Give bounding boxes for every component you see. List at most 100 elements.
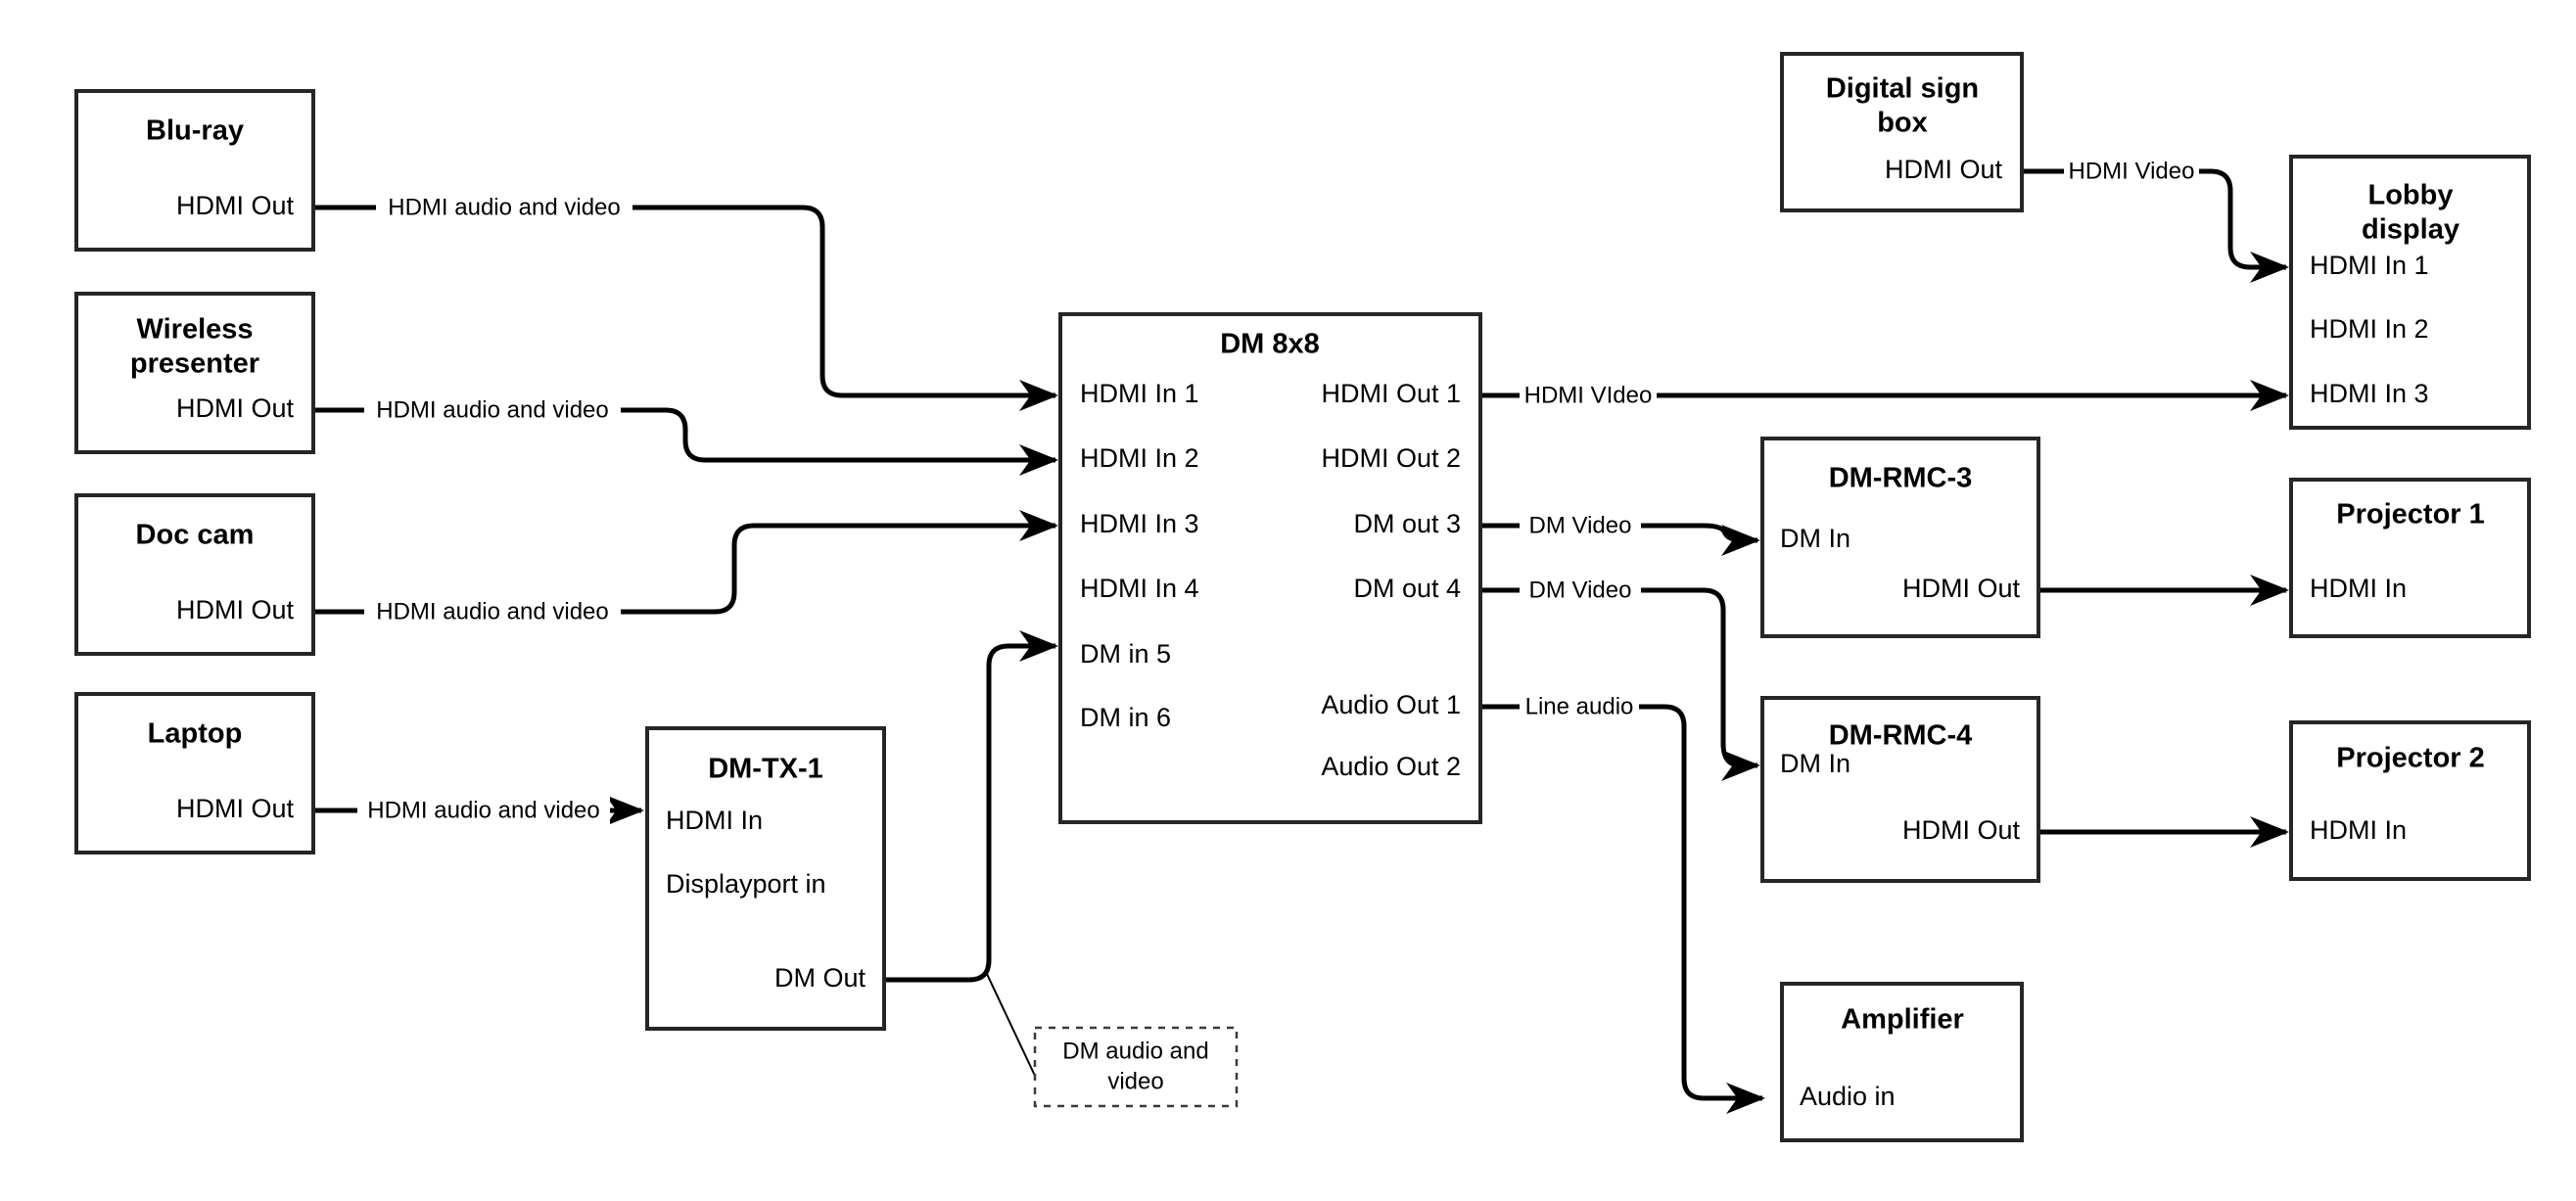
dm-note-line1: DM audio and xyxy=(1062,1038,1208,1064)
dm-tx-1-port-dm-out: DM Out xyxy=(774,963,866,993)
dm-8x8-output-audio-out-2: Audio Out 2 xyxy=(1321,752,1461,781)
node-dm-tx-1[interactable]: DM-TX-1 HDMI In Displayport in DM Out xyxy=(645,726,886,1031)
edge-label-audioout1-to-amplifier: Line audio xyxy=(1520,691,1639,722)
edge-label-laptop-to-dmtx: HDMI audio and video xyxy=(357,795,610,826)
lobby-display-title-line1: Lobby xyxy=(2368,180,2454,211)
wire-dmout4-to-rmc4 xyxy=(1480,587,1760,781)
node-projector-1[interactable]: Projector 1 HDMI In xyxy=(2289,478,2531,638)
dm-8x8-input-hdmi-in-3: HDMI In 3 xyxy=(1080,509,1199,538)
edge-label-dmout4-to-rmc4: DM Video xyxy=(1520,575,1641,606)
wireless-presenter-title-line1: Wireless xyxy=(136,314,253,346)
wire-audioout1-to-amplifier xyxy=(1480,704,1765,1114)
dm-rmc-4-port-hdmi-out: HDMI Out xyxy=(1902,815,2021,845)
svg-text:DM Video: DM Video xyxy=(1529,577,1632,603)
dm-tx-1-title: DM-TX-1 xyxy=(708,754,823,785)
dm-8x8-input-hdmi-in-1: HDMI In 1 xyxy=(1080,379,1199,408)
node-amplifier[interactable]: Amplifier Audio in xyxy=(1780,982,2024,1142)
dm-8x8-output-dm-out-3: DM out 3 xyxy=(1353,509,1461,538)
dm-tx-1-box[interactable] xyxy=(645,726,886,1031)
dm-rmc-3-port-dm-in: DM In xyxy=(1780,524,1850,553)
wire-signbox-to-lobby-in1 xyxy=(2022,168,2289,283)
wireless-presenter-box[interactable] xyxy=(74,292,315,454)
svg-text:HDMI audio and video: HDMI audio and video xyxy=(367,797,599,823)
dm-rmc-3-port-hdmi-out: HDMI Out xyxy=(1902,574,2021,603)
laptop-title: Laptop xyxy=(148,718,243,750)
wire-doccam-to-dm-in3 xyxy=(313,509,1058,615)
lobby-display-port-hdmi-in-3: HDMI In 3 xyxy=(2310,379,2429,408)
laptop-port-hdmi-out: HDMI Out xyxy=(176,794,295,823)
dm-8x8-output-dm-out-4: DM out 4 xyxy=(1353,574,1461,603)
wire-dmtx-to-dm-in5 xyxy=(884,629,1058,983)
laptop-box[interactable] xyxy=(74,692,315,855)
edge-label-dmout1-to-lobby-in3: HDMI VIdeo xyxy=(1520,380,1657,411)
node-dm-rmc-4[interactable]: DM-RMC-4 DM In HDMI Out xyxy=(1760,696,2040,883)
dm-tx-1-port-hdmi-in: HDMI In xyxy=(666,806,763,835)
node-wireless-presenter[interactable]: Wireless presenter HDMI Out xyxy=(74,292,315,454)
lobby-display-port-hdmi-in-2: HDMI In 2 xyxy=(2310,314,2429,344)
doc-cam-title: Doc cam xyxy=(136,520,255,551)
dm-8x8-box[interactable] xyxy=(1058,312,1482,824)
wire-dmout3-to-rmc3 xyxy=(1480,523,1760,556)
node-laptop[interactable]: Laptop HDMI Out xyxy=(74,692,315,855)
dm-rmc-3-title: DM-RMC-3 xyxy=(1829,463,1973,494)
node-digital-sign-box[interactable]: Digital sign box HDMI Out xyxy=(1780,52,2024,212)
svg-text:HDMI Video: HDMI Video xyxy=(2069,158,2195,184)
dm-8x8-input-dm-in-6: DM in 6 xyxy=(1080,703,1171,732)
edge-label-wireless-to-dm-in2: HDMI audio and video xyxy=(364,394,621,426)
wireless-presenter-title-line2: presenter xyxy=(130,348,259,380)
edge-label-dmout3-to-rmc3: DM Video xyxy=(1520,510,1641,541)
lobby-display-port-hdmi-in-1: HDMI In 1 xyxy=(2310,251,2429,280)
dm-rmc-4-title: DM-RMC-4 xyxy=(1829,720,1973,752)
lobby-display-box[interactable] xyxy=(2289,155,2531,430)
dm-8x8-output-hdmi-out-1: HDMI Out 1 xyxy=(1321,379,1461,408)
svg-text:HDMI audio and video: HDMI audio and video xyxy=(376,598,608,624)
node-dm-rmc-3[interactable]: DM-RMC-3 DM In HDMI Out xyxy=(1760,437,2040,638)
dm-8x8-input-hdmi-in-4: HDMI In 4 xyxy=(1080,574,1199,603)
svg-text:HDMI audio and video: HDMI audio and video xyxy=(376,396,608,423)
projector-2-box[interactable] xyxy=(2289,720,2531,881)
dm-8x8-input-dm-in-5: DM in 5 xyxy=(1080,639,1171,669)
doc-cam-box[interactable] xyxy=(74,493,315,656)
bluray-title: Blu-ray xyxy=(146,115,244,147)
wireless-presenter-port-hdmi-out: HDMI Out xyxy=(176,393,295,423)
svg-text:Line audio: Line audio xyxy=(1525,693,1634,719)
edge-label-bluray-to-dm-in1: HDMI audio and video xyxy=(376,192,632,223)
node-lobby-display[interactable]: Lobby display HDMI In 1 HDMI In 2 HDMI I… xyxy=(2289,155,2531,430)
node-projector-2[interactable]: Projector 2 HDMI In xyxy=(2289,720,2531,881)
amplifier-box[interactable] xyxy=(1780,982,2024,1142)
amplifier-port-audio-in: Audio in xyxy=(1800,1082,1896,1111)
dm-tx-1-port-displayport-in: Displayport in xyxy=(666,869,826,899)
bluray-box[interactable] xyxy=(74,89,315,252)
projector-2-port-hdmi-in: HDMI In xyxy=(2310,815,2407,845)
dm-note-line2: video xyxy=(1107,1068,1163,1094)
digital-sign-box-title-line2: box xyxy=(1877,108,1928,139)
dm-8x8-output-audio-out-1: Audio Out 1 xyxy=(1321,690,1461,719)
dm-8x8-title: DM 8x8 xyxy=(1220,329,1320,360)
digital-sign-box[interactable] xyxy=(1780,52,2024,212)
svg-text:HDMI VIdeo: HDMI VIdeo xyxy=(1524,382,1653,408)
node-bluray[interactable]: Blu-ray HDMI Out xyxy=(74,89,315,252)
amplifier-title: Amplifier xyxy=(1841,1004,1964,1036)
dm-8x8-output-hdmi-out-2: HDMI Out 2 xyxy=(1321,443,1461,473)
edge-label-doccam-to-dm-in3: HDMI audio and video xyxy=(364,596,621,627)
dm-8x8-input-hdmi-in-2: HDMI In 2 xyxy=(1080,443,1199,473)
edge-label-signbox-to-lobby-in1: HDMI Video xyxy=(2064,156,2199,187)
leader-line-dm-note xyxy=(986,973,1036,1077)
dm-rmc-3-box[interactable] xyxy=(1760,437,2040,638)
dm-rmc-4-box[interactable] xyxy=(1760,696,2040,883)
dm-note-box xyxy=(1033,1026,1239,1108)
note-dm-audio-and-video: DM audio and video xyxy=(1033,1026,1239,1108)
projector-1-box[interactable] xyxy=(2289,478,2531,638)
wire-bluray-to-dm-in1 xyxy=(313,205,1058,411)
node-dm-8x8[interactable]: DM 8x8 HDMI In 1 HDMI In 2 HDMI In 3 HDM… xyxy=(1058,312,1482,824)
svg-text:DM Video: DM Video xyxy=(1529,512,1632,538)
lobby-display-title-line2: display xyxy=(2362,214,2459,246)
doc-cam-port-hdmi-out: HDMI Out xyxy=(176,595,295,624)
projector-1-title: Projector 1 xyxy=(2336,499,2485,531)
bluray-port-hdmi-out: HDMI Out xyxy=(176,191,295,220)
node-doc-cam[interactable]: Doc cam HDMI Out xyxy=(74,493,315,656)
projector-1-port-hdmi-in: HDMI In xyxy=(2310,574,2407,603)
digital-sign-box-port-hdmi-out: HDMI Out xyxy=(1885,155,2003,184)
digital-sign-box-title-line1: Digital sign xyxy=(1826,73,1979,105)
